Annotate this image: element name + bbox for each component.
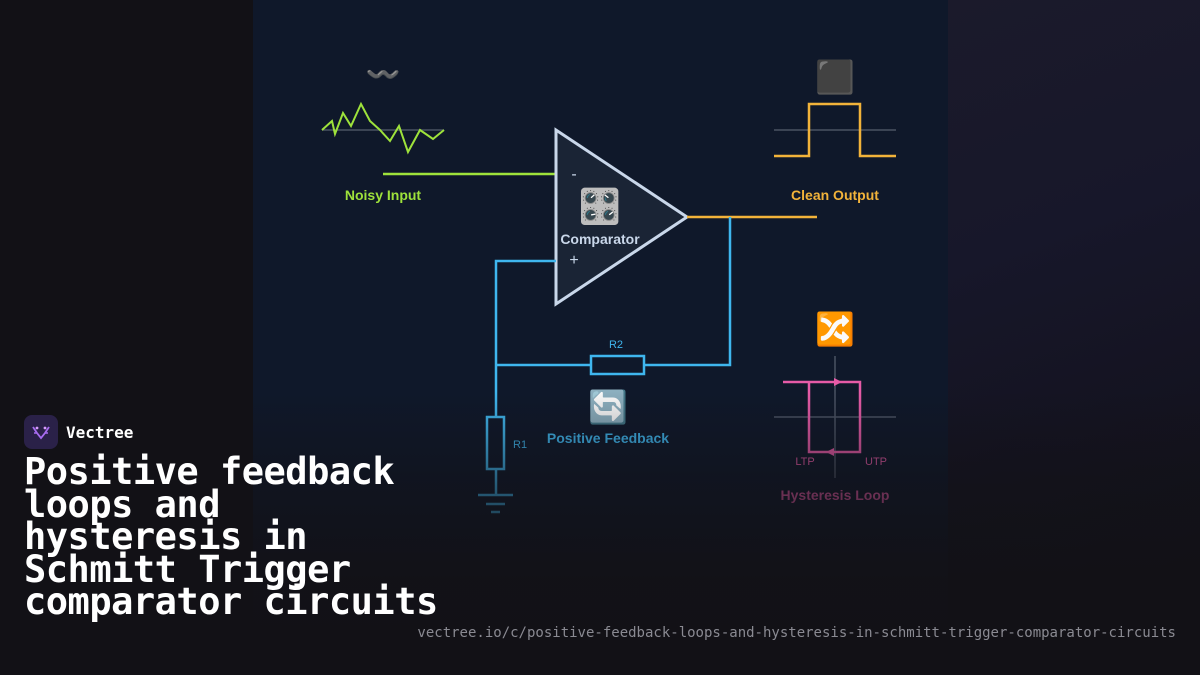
vectree-logo-icon <box>24 415 58 449</box>
shuffle-icon: 🔀 <box>815 311 855 347</box>
square-icon: ⬛ <box>815 59 855 95</box>
clean-output-label: Clean Output <box>791 187 879 203</box>
positive-feedback-label: Positive Feedback <box>547 430 669 446</box>
hysteresis-loop-label: Hysteresis Loop <box>781 487 890 503</box>
r1-label: R1 <box>513 439 527 451</box>
brand: Vectree <box>24 415 133 449</box>
brand-name: Vectree <box>66 422 134 442</box>
page-title: Positive feedback loops and hysteresis i… <box>24 450 438 623</box>
inverting-input-sign: - <box>571 166 576 183</box>
non-inverting-input-sign: + <box>569 252 578 269</box>
r2-label: R2 <box>609 339 623 351</box>
cycle-arrows-icon: 🔄 <box>588 389 628 425</box>
noisy-input-label: Noisy Input <box>345 187 422 203</box>
comparator-label: Comparator <box>560 231 640 247</box>
wave-icon: 〰️ <box>366 59 401 90</box>
ltp-label: LTP <box>795 456 814 468</box>
control-knobs-icon: 🎛️ <box>579 187 621 226</box>
utp-label: UTP <box>865 456 887 468</box>
source-url: vectree.io/c/positive-feedback-loops-and… <box>417 625 1176 641</box>
